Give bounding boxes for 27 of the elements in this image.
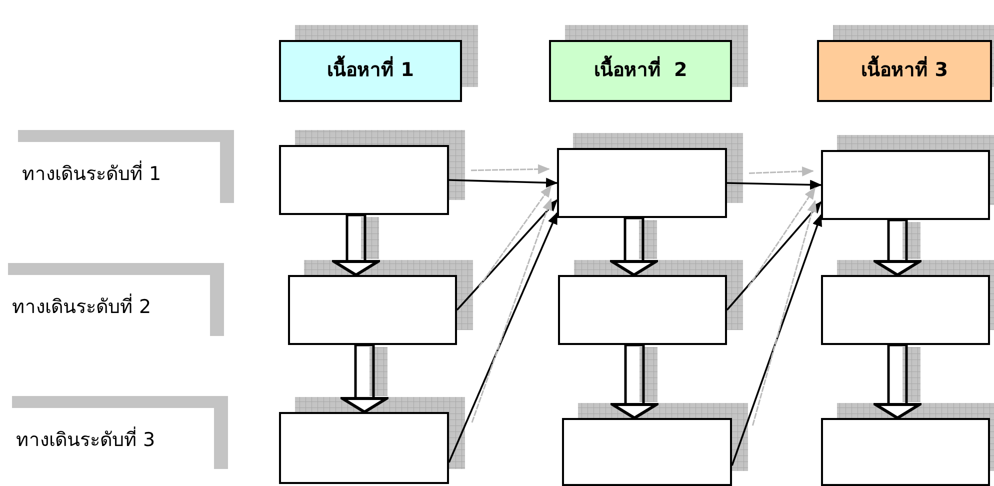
arrow: [448, 198, 558, 463]
arrow: [731, 200, 822, 466]
row-label: ทางเดินระดับที่ 3: [12, 396, 228, 469]
process-box: [288, 275, 457, 345]
block-arrow: [874, 218, 921, 276]
process-box: [279, 412, 449, 484]
process-box: [557, 148, 727, 218]
row-label: ทางเดินระดับที่ 1: [18, 130, 234, 203]
process-box: [821, 150, 990, 220]
column-header: เนื้อหาที่ 3: [817, 40, 992, 102]
column-header: เนื้อหาที่ 1: [279, 40, 462, 102]
process-box: [562, 418, 732, 486]
arrow: [448, 164, 558, 188]
process-box: [558, 275, 727, 345]
process-box: [279, 145, 449, 215]
column-header: เนื้อหาที่ 2: [549, 40, 732, 102]
block-arrow: [610, 216, 658, 276]
process-box: [821, 275, 990, 345]
arrow: [726, 166, 822, 190]
block-arrow: [611, 344, 658, 420]
process-box: [821, 418, 990, 486]
row-label: ทางเดินระดับที่ 2: [8, 263, 224, 336]
block-arrow: [332, 214, 380, 276]
arrow: [456, 185, 558, 311]
block-arrow: [874, 344, 921, 420]
arrow: [726, 187, 822, 311]
block-arrow: [341, 344, 388, 414]
